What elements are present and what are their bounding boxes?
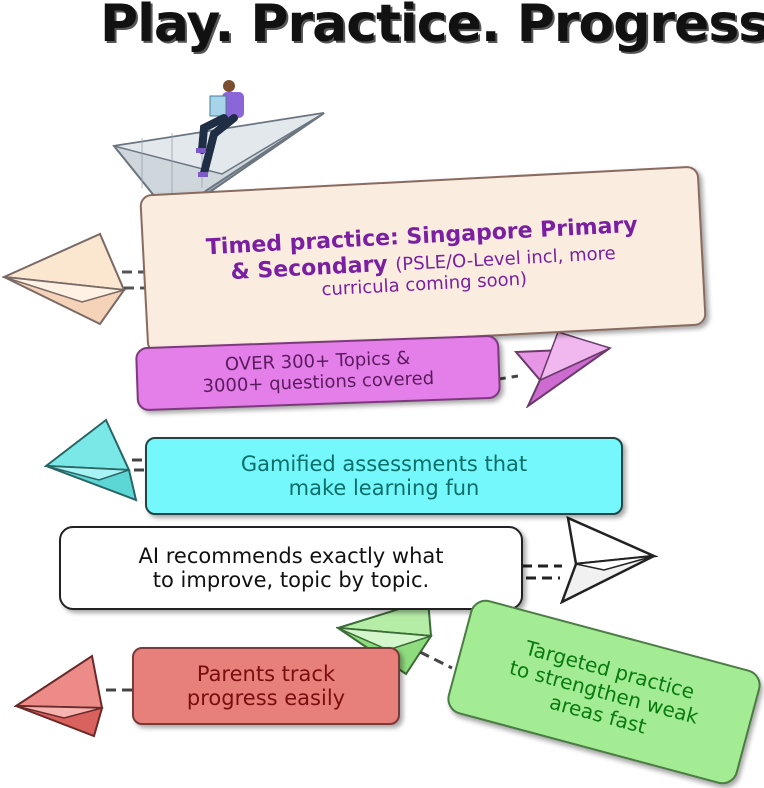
paper-plane-icon	[2, 232, 157, 326]
targeted-card: Targeted practice to strengthen weak are…	[443, 596, 764, 788]
paper-plane-icon	[14, 654, 132, 738]
parents-card: Parents track progress easily	[132, 647, 400, 725]
ai-card: AI recommends exactly what to improve, t…	[59, 526, 523, 610]
topics-card: OVER 300+ Topics & 3000+ questions cover…	[134, 334, 502, 412]
parents-line-2: progress easily	[186, 686, 346, 710]
page-title: Play. Practice. Progress.	[100, 0, 764, 54]
ai-line-2: to improve, topic by topic.	[152, 568, 430, 592]
ai-line-1: AI recommends exactly what	[138, 543, 444, 568]
gamified-line-1: Gamified assessments that	[240, 451, 528, 476]
gamified-line-2: make learning fun	[288, 476, 480, 500]
paper-plane-icon	[44, 418, 166, 502]
paper-plane-icon	[522, 515, 658, 604]
paper-plane-icon	[479, 331, 613, 408]
timed-practice-card: Timed practice: Singapore Primary & Seco…	[139, 165, 707, 355]
gamified-card: Gamified assessments that make learning …	[145, 437, 623, 515]
parents-line-1: Parents track	[196, 661, 336, 686]
